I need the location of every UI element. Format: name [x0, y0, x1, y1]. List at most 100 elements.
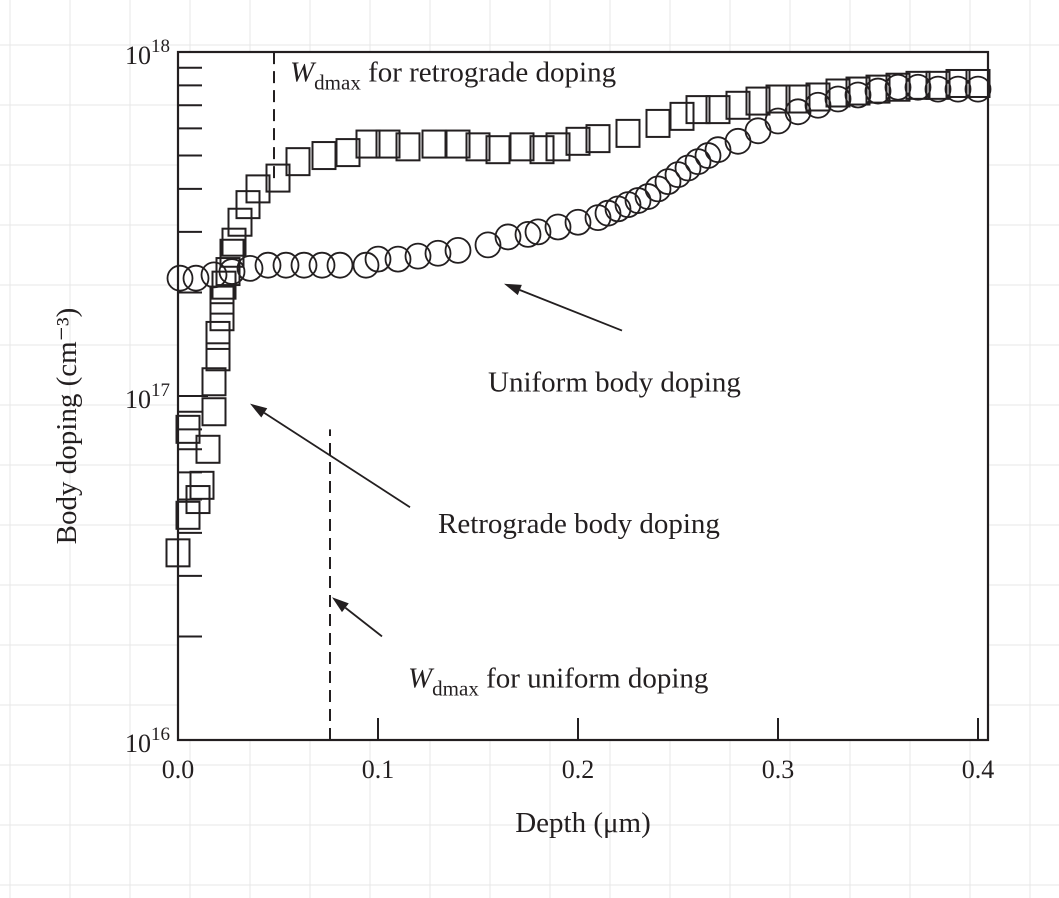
circle-point: [254, 251, 282, 279]
y-tick-exponent: 16: [151, 724, 170, 745]
circle-point: [384, 245, 412, 273]
square-point: [175, 414, 201, 444]
square-point: [189, 470, 215, 500]
square-point: [375, 129, 401, 159]
square-point: [785, 84, 811, 114]
annotation-text: for uniform doping: [479, 663, 709, 695]
annotation-label: Retrograde body doping: [438, 508, 720, 540]
wdmax-symbol: W: [290, 57, 317, 89]
arrow-head: [250, 403, 268, 418]
x-tick-label: 0.0: [162, 755, 195, 784]
circle-point: [272, 251, 300, 279]
arrow-shaft: [263, 412, 411, 508]
annotation-arrow: [504, 283, 623, 332]
square-point: [845, 76, 871, 106]
circle-point: [364, 245, 392, 273]
square-point: [865, 74, 891, 104]
circle-point: [308, 251, 336, 279]
square-point: [219, 238, 245, 268]
circle-point: [166, 264, 194, 292]
circle-point: [644, 175, 672, 203]
annotation-arrow: [250, 403, 411, 508]
square-point: [215, 257, 241, 287]
data-series: [165, 68, 992, 568]
wdmax-symbol: W: [408, 663, 435, 695]
circle-point: [704, 136, 732, 164]
circle-point: [444, 237, 472, 264]
annotation-label: Wdmax for retrograde doping: [290, 57, 616, 95]
square-point: [201, 367, 227, 397]
square-point: [905, 70, 931, 100]
square-point: [195, 434, 221, 464]
y-tick-label: 1017: [125, 380, 170, 414]
y-tick-base: 10: [125, 41, 151, 70]
arrow-shaft: [344, 607, 383, 638]
square-point: [201, 397, 227, 427]
square-point: [175, 500, 201, 530]
square-point: [395, 132, 421, 162]
circle-point: [634, 183, 662, 210]
x-tick-label: 0.3: [762, 755, 795, 784]
square-point: [685, 95, 711, 125]
annotation-arrows: [250, 283, 623, 638]
square-point: [205, 320, 231, 350]
circle-point: [524, 218, 552, 246]
circle-point: [326, 251, 354, 279]
circle-point: [564, 208, 592, 236]
square-point: [725, 90, 751, 120]
square-point: [805, 82, 831, 112]
circle-point: [514, 220, 542, 248]
x-tick-label: 0.2: [562, 755, 595, 784]
x-tick-label: 0.4: [962, 755, 995, 784]
square-point: [765, 84, 791, 114]
annotation-text: for retrograde doping: [361, 57, 616, 89]
retrograde-doping-series: [165, 68, 991, 568]
square-point: [165, 538, 191, 568]
square-point: [209, 285, 235, 315]
square-point: [825, 78, 851, 108]
square-point: [209, 302, 235, 332]
y-axis-label: Body doping (cm⁻³): [51, 308, 83, 545]
square-point: [885, 72, 911, 102]
wdmax-subscript: dmax: [314, 71, 361, 95]
square-point: [235, 190, 261, 220]
square-point: [285, 147, 311, 177]
x-axis-label: Depth (μm): [515, 807, 651, 839]
circle-point: [424, 239, 452, 267]
square-point: [945, 68, 971, 98]
square-point: [529, 135, 555, 165]
circle-point: [236, 254, 264, 282]
y-tick-exponent: 18: [151, 36, 170, 57]
y-tick-exponent: 17: [151, 380, 170, 401]
square-point: [245, 174, 271, 204]
y-tick-base: 10: [125, 729, 151, 758]
circle-point: [290, 251, 318, 279]
annotation-arrow: [332, 597, 383, 638]
x-tick-label: 0.1: [362, 755, 395, 784]
square-point: [705, 95, 731, 125]
circle-point: [182, 264, 210, 292]
square-point: [335, 138, 361, 168]
square-point: [445, 129, 471, 159]
square-point: [965, 68, 991, 98]
arrow-head: [504, 283, 522, 296]
arrow-shaft: [519, 289, 623, 332]
wdmax-subscript: dmax: [432, 677, 479, 701]
square-point: [565, 126, 591, 156]
square-point: [615, 118, 641, 148]
square-point: [585, 124, 611, 154]
square-point: [465, 132, 491, 162]
square-point: [227, 207, 253, 237]
y-tick-base: 10: [125, 385, 151, 414]
y-tick-label: 1016: [125, 724, 170, 758]
arrow-head: [332, 597, 349, 613]
wdmax-lines: [273, 52, 331, 740]
circle-point: [474, 231, 502, 259]
square-point: [669, 101, 695, 131]
annotation-label: Wdmax for uniform doping: [408, 663, 708, 701]
circle-point: [494, 223, 522, 251]
square-point: [221, 227, 247, 257]
